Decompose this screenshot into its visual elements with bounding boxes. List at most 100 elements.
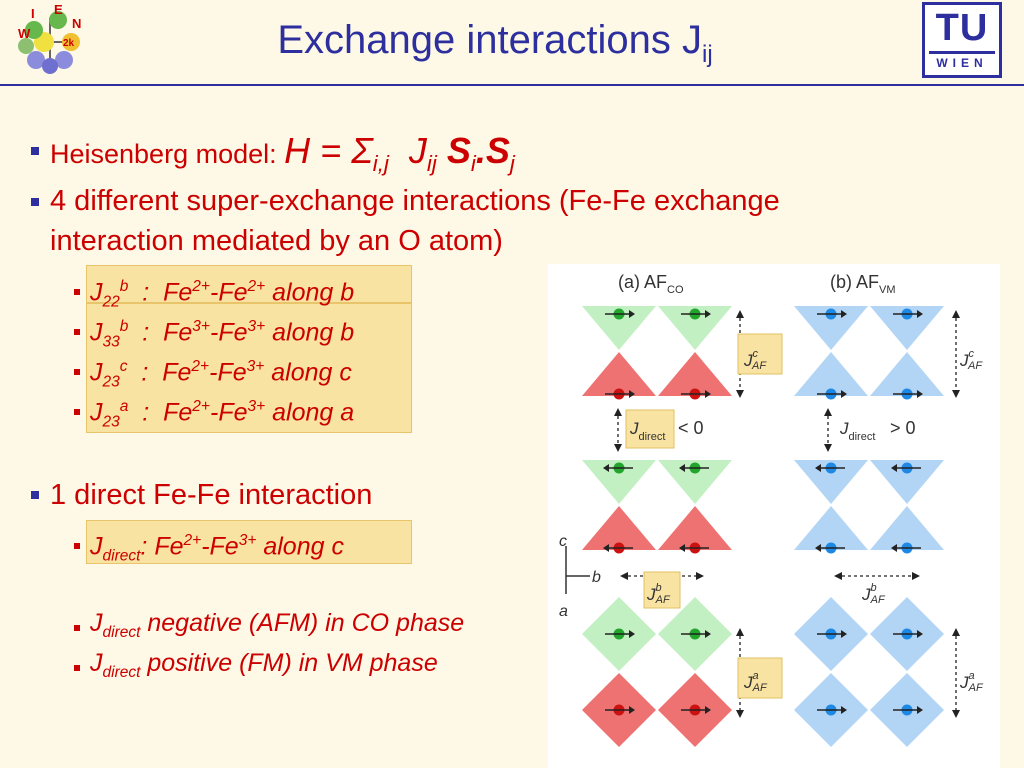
ien-logo: I E N W 2k	[18, 2, 81, 74]
bullet-marker	[31, 491, 39, 499]
arrowhead	[736, 310, 744, 318]
wien-text: WIEN	[929, 51, 995, 72]
spin-arrowhead	[679, 544, 685, 552]
bullet-super-exchange-2: interaction mediated by an O atom)	[50, 225, 503, 257]
title-text: Exchange interactions J	[277, 18, 702, 62]
logo-letter-n: N	[72, 16, 81, 31]
spin-arrowhead	[917, 310, 923, 318]
spin-arrowhead	[629, 390, 635, 398]
j-list-highlight	[86, 265, 412, 433]
arrowhead	[696, 572, 704, 580]
spin-arrowhead	[679, 464, 685, 472]
bullet-super-exchange-1: 4 different super-exchange interactions …	[50, 185, 780, 217]
arrowhead	[614, 444, 622, 452]
atom-icon	[18, 11, 80, 74]
spin-arrowhead	[705, 310, 711, 318]
jdirect-label-b: Jdirect	[839, 419, 875, 443]
down-triangle	[870, 460, 944, 504]
up-triangle	[794, 506, 868, 550]
arrowhead	[952, 628, 960, 636]
down-triangle	[794, 306, 868, 350]
up-triangle	[658, 352, 732, 396]
j-list-divider	[86, 302, 412, 304]
bullet-marker	[31, 147, 39, 155]
arrowhead	[952, 710, 960, 718]
arrowhead	[912, 572, 920, 580]
logo-letter-w: W	[18, 26, 31, 41]
sub-bullet-marker	[74, 625, 80, 631]
down-triangle	[658, 460, 732, 504]
spin-arrowhead	[629, 310, 635, 318]
axis-c-label: c	[559, 533, 567, 550]
logo-letter-i: I	[31, 6, 35, 21]
up-triangle	[582, 506, 656, 550]
tu-text: TU	[935, 7, 989, 49]
spin-arrowhead	[815, 544, 821, 552]
spin-arrowhead	[841, 706, 847, 714]
spin-arrowhead	[603, 464, 609, 472]
logo-letter-e: E	[54, 2, 63, 17]
bullet-heisenberg: Heisenberg model: H = Σi,j Jij Si.Sj	[50, 130, 515, 185]
sub-bullet-marker	[74, 329, 80, 335]
arrowhead	[824, 444, 832, 452]
jdirect-highlight	[86, 520, 412, 564]
jdirect-box-a	[625, 409, 675, 449]
arrowhead	[620, 572, 628, 580]
title-subscript: ij	[702, 41, 713, 68]
jdirect-gt-label: > 0	[890, 418, 916, 438]
arrowhead	[952, 310, 960, 318]
axis-a-label: a	[559, 603, 568, 620]
spin-arrowhead	[841, 310, 847, 318]
spin-arrowhead	[629, 706, 635, 714]
spin-arrowhead	[891, 544, 897, 552]
arrowhead	[834, 572, 842, 580]
sub-bullet-marker	[74, 543, 80, 549]
spin-arrowhead	[917, 630, 923, 638]
bullet-marker	[31, 198, 39, 206]
arrowhead	[952, 390, 960, 398]
axis-b-label: b	[592, 569, 601, 586]
down-triangle	[582, 460, 656, 504]
spin-arrowhead	[815, 464, 821, 472]
spin-arrowhead	[917, 390, 923, 398]
down-triangle	[658, 306, 732, 350]
panel-a-title: (a) AFCO	[618, 272, 684, 296]
spin-arrowhead	[891, 464, 897, 472]
spin-arrowhead	[841, 630, 847, 638]
spin-arrowhead	[705, 706, 711, 714]
arrowhead	[614, 408, 622, 416]
j22b-item: J22b : Fe2+-Fe2+ along b	[90, 278, 355, 311]
jdirect-label-a: Jdirect	[629, 419, 665, 443]
jdirect-negative-item: Jdirect negative (AFM) in CO phase	[90, 609, 465, 641]
jdirect-positive-item: Jdirect positive (FM) in VM phase	[90, 649, 438, 681]
header-rule	[0, 84, 1024, 86]
j33b-item: J33b : Fe3+-Fe3+ along b	[90, 318, 355, 351]
ja-af-box-a	[737, 657, 783, 699]
spin-arrowhead	[705, 390, 711, 398]
logo-letter-2k: 2k	[63, 38, 75, 49]
jdirect-item: Jdirect: Fe2+-Fe3+ along c	[90, 532, 344, 565]
arrowhead	[736, 628, 744, 636]
arrowhead	[736, 390, 744, 398]
jdirect-lt-label: < 0	[678, 418, 704, 438]
spin-arrowhead	[917, 706, 923, 714]
arrowhead	[824, 408, 832, 416]
polyhedra-group	[582, 306, 960, 747]
tu-wien-logo: TU WIEN	[922, 2, 1002, 78]
down-triangle	[870, 306, 944, 350]
jb-af-box-a	[643, 571, 681, 609]
j23c-item: J23c : Fe2+-Fe3+ along c	[90, 358, 352, 391]
j23a-item: J23a : Fe2+-Fe3+ along a	[90, 398, 355, 431]
sub-bullet-marker	[74, 665, 80, 671]
page-title: Exchange interactions Jij	[0, 18, 990, 69]
bullet-direct: 1 direct Fe-Fe interaction	[50, 479, 373, 511]
up-triangle	[658, 506, 732, 550]
up-triangle	[870, 506, 944, 550]
heisenberg-equation: H = Σi,j Jij Si.Sj	[284, 130, 515, 177]
